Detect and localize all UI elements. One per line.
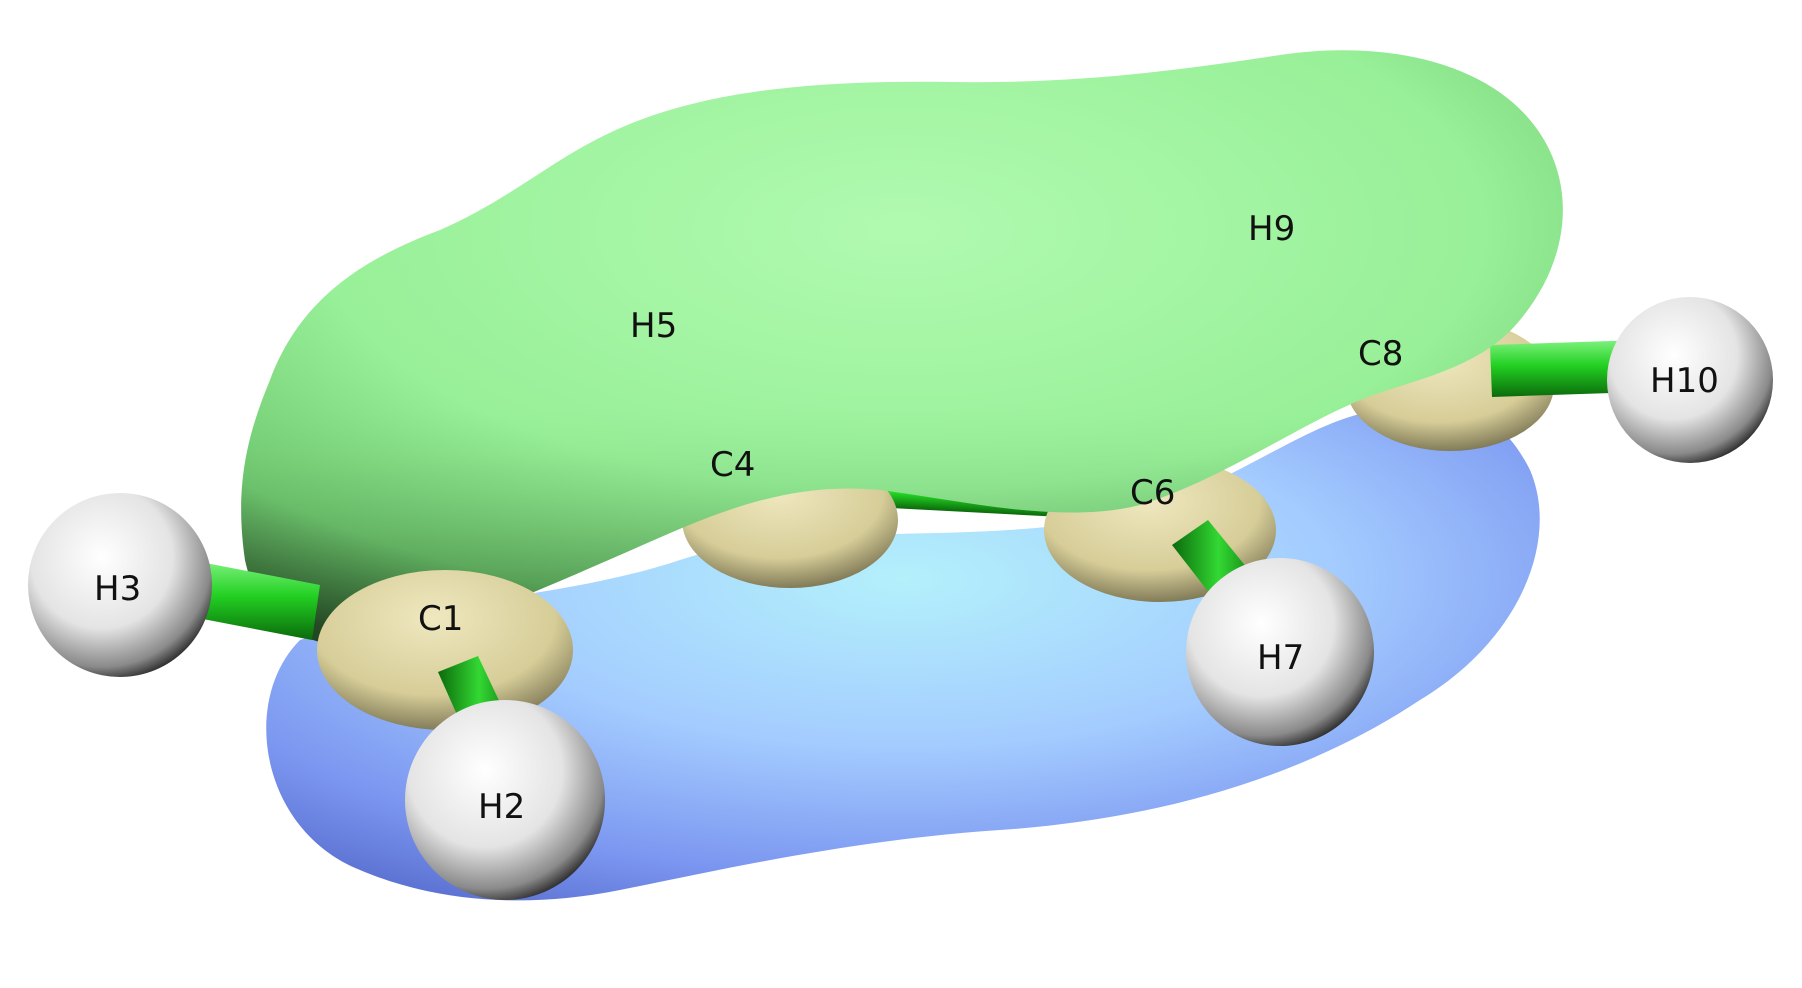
label-h7: H7	[1257, 638, 1304, 678]
label-c4: C4	[710, 445, 755, 485]
atom-h7	[1186, 558, 1374, 746]
label-h5: H5	[630, 306, 677, 346]
atom-h3	[28, 493, 212, 677]
label-c1: C1	[418, 599, 463, 639]
label-h3: H3	[94, 569, 141, 609]
label-h9: H9	[1248, 209, 1295, 249]
label-c8: C8	[1358, 334, 1403, 374]
label-h10: H10	[1650, 361, 1719, 401]
label-c6: C6	[1130, 473, 1175, 513]
bond-c1-h3	[182, 560, 320, 640]
atom-h10	[1607, 297, 1773, 463]
atom-h2	[405, 700, 605, 900]
label-h2: H2	[478, 787, 525, 827]
positive-orbital-lobe-shading	[241, 50, 1563, 647]
atom-c1	[317, 570, 573, 730]
bond-c8-h10	[1490, 340, 1642, 397]
